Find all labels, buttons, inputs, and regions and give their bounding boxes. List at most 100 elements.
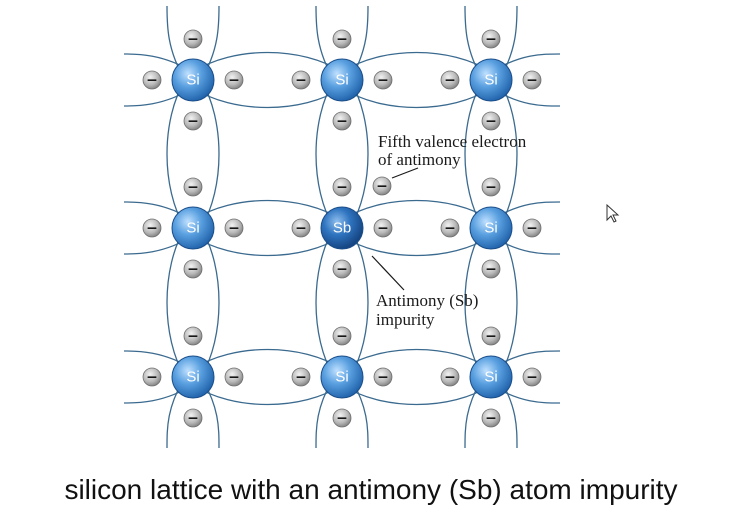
bond-line xyxy=(192,348,343,370)
silicon-lattice-diagram: −−−−−−−−−−−−−−−−−−−−−−−−−−−−−−−−−−−−− Si… xyxy=(123,5,620,449)
electron-shell xyxy=(481,111,501,131)
electron: − xyxy=(481,326,501,346)
electron-sign: − xyxy=(485,411,497,427)
electron-sign: − xyxy=(146,221,158,237)
annotations: Fifth valence electron of antimony Antim… xyxy=(371,132,527,329)
electron-shell xyxy=(332,259,352,279)
electron-shell xyxy=(224,367,244,387)
electron-sign: − xyxy=(377,221,389,237)
electron-sign: − xyxy=(336,329,348,345)
electron: − xyxy=(373,218,393,238)
atom-symbol: Sb xyxy=(333,220,351,237)
electron-sign: − xyxy=(444,73,456,89)
atom-symbol: Si xyxy=(186,220,199,237)
fifth-electron-label-line2: of antimony xyxy=(378,150,461,169)
electron: − xyxy=(142,218,162,238)
electron: − xyxy=(373,70,393,90)
silicon-atom: Si xyxy=(320,58,364,102)
electron: − xyxy=(522,367,542,387)
electron-shell xyxy=(522,367,542,387)
electron: − xyxy=(332,326,352,346)
atom-symbol: Si xyxy=(186,369,199,386)
electron-shell xyxy=(332,111,352,131)
electron: − xyxy=(372,176,392,196)
electron: − xyxy=(142,367,162,387)
electron-sign: − xyxy=(377,370,389,386)
electron-shell xyxy=(332,326,352,346)
bond-line xyxy=(200,227,220,378)
electron-shell xyxy=(183,29,203,49)
atom-symbol: Si xyxy=(484,369,497,386)
bond-line xyxy=(192,235,343,257)
electron-sign: − xyxy=(146,73,158,89)
electron-shell xyxy=(332,408,352,428)
fifth-electron-pointer xyxy=(391,167,419,179)
silicon-atom: Si xyxy=(171,58,215,102)
electron-sign: − xyxy=(295,221,307,237)
electron-sign: − xyxy=(444,370,456,386)
atom-core xyxy=(320,58,364,102)
electron-shell xyxy=(481,408,501,428)
electron: − xyxy=(224,70,244,90)
electron-shell xyxy=(183,408,203,428)
electron: − xyxy=(224,218,244,238)
impurity-label-line2: impurity xyxy=(376,310,435,329)
electron-shell xyxy=(224,70,244,90)
mouse-cursor-icon xyxy=(606,203,620,223)
atom-symbol: Si xyxy=(335,72,348,89)
electron: − xyxy=(224,367,244,387)
atom-symbol: Si xyxy=(484,220,497,237)
electron-sign: − xyxy=(485,262,497,278)
electron-sign: − xyxy=(228,221,240,237)
electron-sign: − xyxy=(336,114,348,130)
bond-line xyxy=(315,79,335,229)
electron: − xyxy=(481,111,501,131)
bond-line xyxy=(192,199,343,221)
bond-line xyxy=(192,51,343,73)
electron-sign: − xyxy=(485,329,497,345)
electron-sign: − xyxy=(376,179,388,195)
electron: − xyxy=(183,29,203,49)
bond-line xyxy=(192,384,343,406)
atom-symbol: Si xyxy=(186,72,199,89)
electron-shell xyxy=(440,218,460,238)
electron: − xyxy=(332,29,352,49)
bond-line xyxy=(341,87,492,109)
electron-shell xyxy=(183,111,203,131)
electron-sign: − xyxy=(228,73,240,89)
electron-shell xyxy=(183,326,203,346)
electron-sign: − xyxy=(336,32,348,48)
electron-shell xyxy=(481,259,501,279)
bond-line xyxy=(349,79,369,229)
silicon-atom: Si xyxy=(171,355,215,399)
electron-shell xyxy=(522,70,542,90)
bond-line xyxy=(464,79,484,229)
electron-sign: − xyxy=(187,329,199,345)
electron-sign: − xyxy=(146,370,158,386)
electron-shell xyxy=(481,29,501,49)
electron: − xyxy=(522,70,542,90)
bond-line xyxy=(498,227,518,378)
bond-line xyxy=(315,227,335,378)
electron: − xyxy=(481,259,501,279)
electron: − xyxy=(291,218,311,238)
silicon-atom: Si xyxy=(469,58,513,102)
electron: − xyxy=(183,259,203,279)
electron-sign: − xyxy=(295,73,307,89)
electron: − xyxy=(522,218,542,238)
electron-shell xyxy=(481,326,501,346)
diagram-caption: silicon lattice with an antimony (Sb) at… xyxy=(64,474,678,505)
bond-line xyxy=(200,79,220,229)
electron: − xyxy=(440,218,460,238)
electron: − xyxy=(183,111,203,131)
atom-symbol: Si xyxy=(335,369,348,386)
electron-sign: − xyxy=(187,411,199,427)
atom-core xyxy=(469,355,513,399)
electron-sign: − xyxy=(187,32,199,48)
electron-shell xyxy=(332,177,352,197)
electron-shell xyxy=(183,177,203,197)
electron-shell xyxy=(224,218,244,238)
electron-shell xyxy=(522,218,542,238)
electron-shell xyxy=(291,367,311,387)
